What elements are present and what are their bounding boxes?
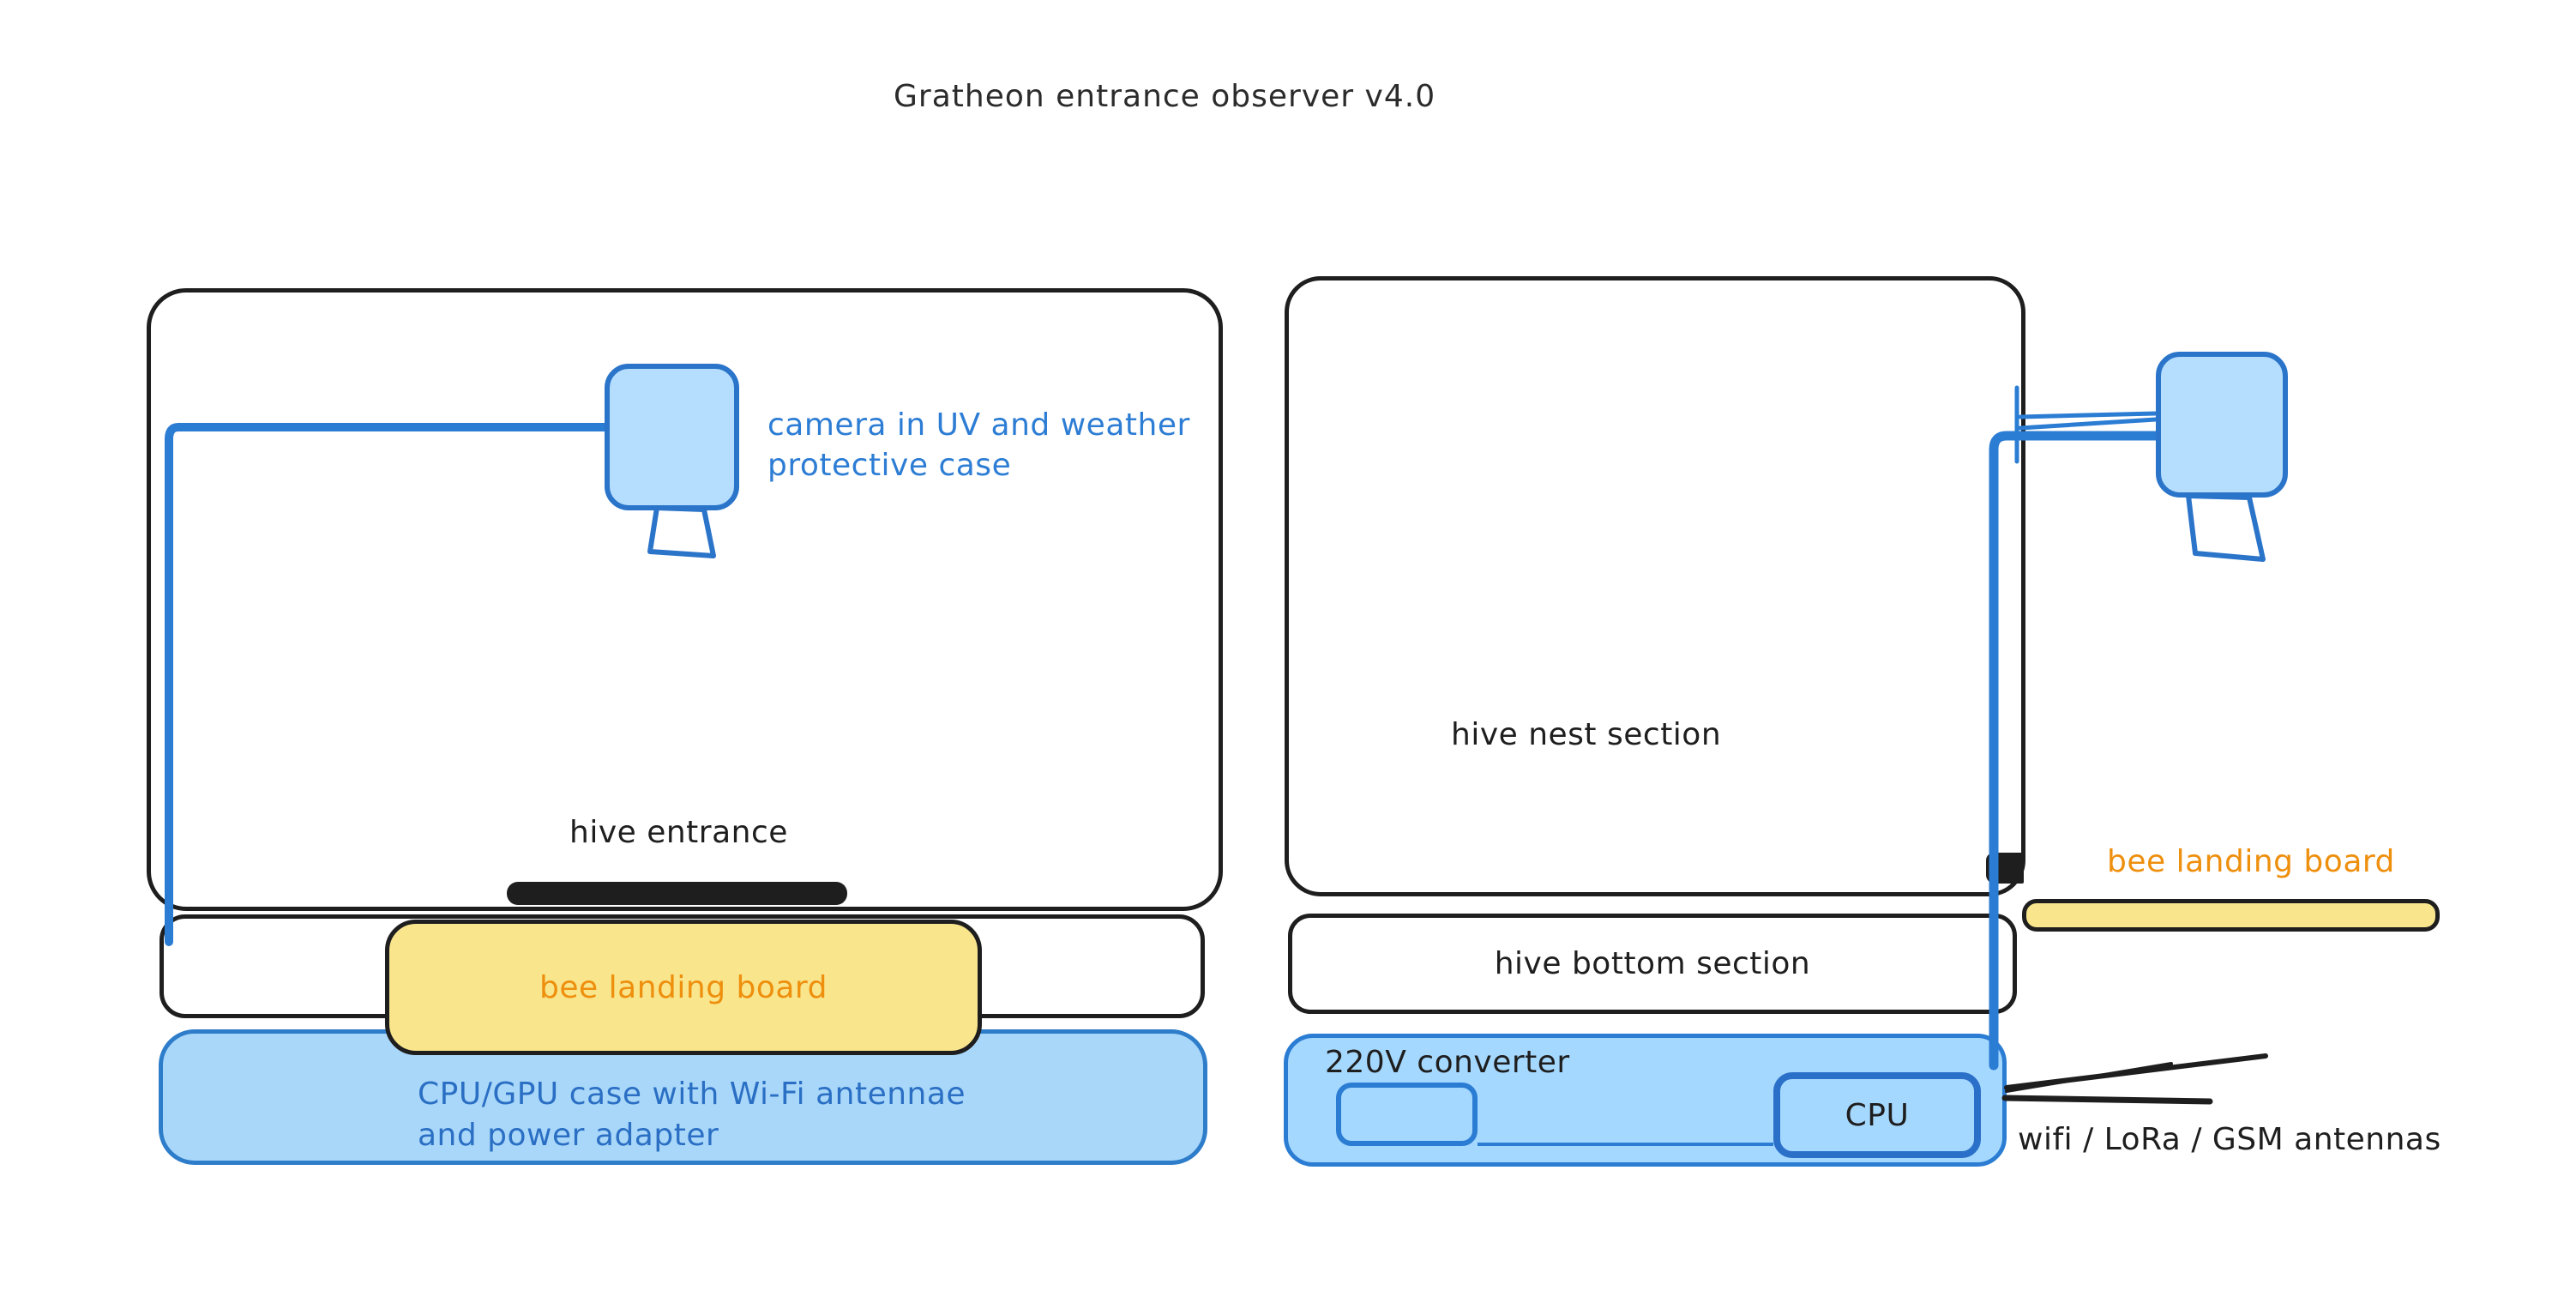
right-camera-wire-1: [2018, 411, 2158, 419]
diagram-title: Gratheon entrance observer v4.0: [894, 79, 1436, 114]
converter-label: 220V converter: [1325, 1045, 1570, 1080]
antennas-label: wifi / LoRa / GSM antennas: [2018, 1122, 2441, 1157]
hive-bottom-section-label: hive bottom section: [1494, 946, 1811, 981]
cpu-box: CPU: [1773, 1072, 1981, 1158]
antenna-line-2: [2005, 1062, 2173, 1093]
converter-module: [1336, 1083, 1478, 1146]
right-hive-bottom-box: hive bottom section: [1288, 914, 2017, 1014]
left-hive-entrance-slot: [507, 882, 847, 905]
right-camera-case: [2156, 352, 2288, 498]
left-landing-board-label: bee landing board: [539, 969, 828, 1005]
camera-label-line1: camera in UV and weather: [767, 407, 1190, 443]
right-hive-nest-box: [1285, 276, 2025, 896]
cpu-case-label-line1: CPU/GPU case with Wi-Fi antennae: [418, 1077, 966, 1112]
right-camera-lens: [2186, 493, 2266, 562]
cpu-label: CPU: [1845, 1097, 1910, 1133]
right-hive-entrance-slot: [1986, 853, 2024, 884]
left-bee-landing-board: bee landing board: [385, 920, 982, 1055]
camera-label-line2: protective case: [767, 448, 1012, 483]
antenna-line-3: [2001, 1095, 2213, 1105]
right-camera-wire-2: [2018, 417, 2158, 431]
hive-nest-section-label: hive nest section: [1451, 717, 1722, 752]
cpu-case-label-line2: and power adapter: [418, 1118, 719, 1153]
antenna-line-1: [2004, 1053, 2268, 1090]
left-hive-entrance-label: hive entrance: [569, 815, 788, 850]
left-camera-case: [605, 364, 739, 510]
right-bee-landing-board: [2022, 899, 2440, 932]
right-landing-board-label: bee landing board: [2107, 844, 2395, 879]
